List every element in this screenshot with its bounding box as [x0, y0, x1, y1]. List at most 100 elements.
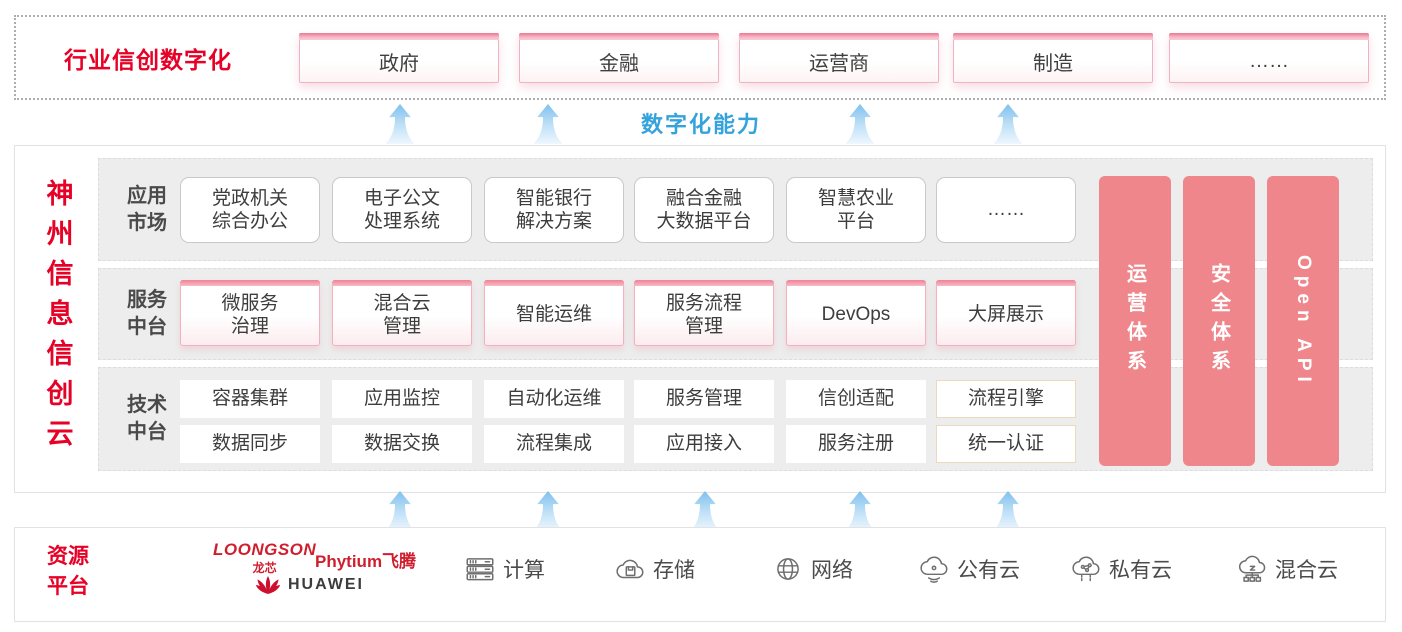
service-box: 大屏展示 — [936, 280, 1076, 346]
service-box-label: 智能运维 — [515, 304, 592, 326]
industry-banner: 行业信创数字化 政府 金融 运营商 制造 …… — [14, 15, 1386, 100]
industry-label: 金融 — [599, 52, 639, 75]
up-arrow-icon — [380, 491, 420, 531]
tech-box: 流程引擎 — [936, 380, 1076, 418]
phytium-logo: Phytium飞腾 — [315, 552, 417, 571]
tech-box: 信创适配 — [786, 380, 926, 418]
industry-label: …… — [1249, 49, 1289, 72]
pillar-security-system: 安全体系 — [1183, 176, 1255, 466]
app-box: 智慧农业 平台 — [786, 177, 926, 243]
tech-box: 应用接入 — [634, 425, 774, 463]
app-box: 党政机关 综合办公 — [180, 177, 320, 243]
up-arrow-icon — [840, 104, 880, 144]
tech-box-label: 自动化运维 — [506, 388, 602, 410]
compute-icon — [466, 558, 494, 581]
resource-item: 存储 — [613, 554, 695, 584]
banner-title: 行业信创数字化 — [64, 46, 232, 73]
app-box-label: 智能银行 解决方案 — [515, 187, 592, 232]
up-arrow-icon — [380, 104, 420, 144]
tech-box: 流程集成 — [484, 425, 624, 463]
industry-label: 政府 — [379, 52, 419, 75]
service-box-label: DevOps — [821, 304, 891, 326]
pillar-label: 运营体系 — [1123, 263, 1146, 379]
industry-box-operator: 运营商 — [739, 33, 939, 83]
app-box-label: 党政机关 综合办公 — [211, 187, 288, 232]
up-arrow-icon — [528, 104, 568, 144]
service-box: 服务流程 管理 — [634, 280, 774, 346]
loongson-logo: LOONGSON 龙芯 — [213, 540, 316, 576]
industry-box-manufacturing: 制造 — [953, 33, 1153, 83]
up-arrow-icon — [988, 491, 1028, 531]
tech-box: 数据交换 — [332, 425, 472, 463]
tech-box-label: 应用接入 — [665, 433, 742, 455]
storage-icon — [616, 559, 644, 579]
tech-box-label: 应用监控 — [363, 388, 440, 410]
industry-label: 制造 — [1033, 52, 1073, 75]
resource-label: 资源 平台 — [47, 545, 89, 599]
resource-item-label: 私有云 — [1109, 559, 1172, 582]
resource-item-label: 公有云 — [957, 559, 1020, 582]
resource-item: 私有云 — [1069, 554, 1172, 584]
tech-box: 应用监控 — [332, 380, 472, 418]
up-arrow-icon — [988, 104, 1028, 144]
industry-box-more: …… — [1169, 33, 1369, 83]
platform-title: 神州信息信创云 — [42, 179, 73, 459]
app-box-label: …… — [987, 199, 1025, 221]
hybrid-cloud-icon — [1238, 555, 1266, 582]
pillar-label: 安全体系 — [1207, 263, 1230, 379]
up-arrow-icon — [528, 491, 568, 531]
app-box-label: 融合金融 大数据平台 — [656, 187, 752, 232]
tech-box-label: 数据交换 — [363, 433, 440, 455]
tech-box: 服务管理 — [634, 380, 774, 418]
tech-box-label: 服务注册 — [817, 433, 894, 455]
tech-box-label: 信创适配 — [817, 388, 894, 410]
tech-box-label: 容器集群 — [211, 388, 288, 410]
huawei-wordmark: HUAWEI — [288, 576, 364, 593]
resource-item-label: 存储 — [653, 559, 695, 582]
service-platform-row: 服务 中台 微服务 治理 混合云 管理 智能运维 服务流程 管理 DevOps … — [98, 268, 1373, 360]
tech-box: 容器集群 — [180, 380, 320, 418]
service-box-label: 服务流程 管理 — [665, 292, 742, 337]
capability-label: 数字化能力 — [640, 112, 762, 137]
tech-platform-row: 技术 中台 容器集群 应用监控 自动化运维 服务管理 信创适配 流程引擎 数据同… — [98, 367, 1373, 471]
app-box-more: …… — [936, 177, 1076, 243]
huawei-logo: HUAWEI — [255, 574, 364, 596]
row-label-service-platform: 服务 中台 — [127, 289, 167, 338]
app-box-label: 智慧农业 平台 — [817, 187, 894, 232]
app-box-label: 电子公文 处理系统 — [363, 187, 440, 232]
up-arrow-icon — [685, 491, 725, 531]
tech-box-label: 数据同步 — [211, 433, 288, 455]
loongson-wordmark: LOONGSON — [213, 540, 317, 559]
service-box: 微服务 治理 — [180, 280, 320, 346]
app-box: 电子公文 处理系统 — [332, 177, 472, 243]
pillar-operation-system: 运营体系 — [1099, 176, 1171, 466]
network-icon — [777, 558, 799, 580]
service-box: 混合云 管理 — [332, 280, 472, 346]
huawei-flower-icon — [255, 576, 281, 594]
tech-box: 统一认证 — [936, 425, 1076, 463]
resource-item: 混合云 — [1235, 554, 1338, 584]
resource-item: 公有云 — [917, 554, 1020, 584]
service-box-label: 微服务 治理 — [221, 292, 279, 337]
up-arrow-icon — [840, 491, 880, 531]
tech-box-label: 统一认证 — [967, 433, 1044, 455]
service-box: 智能运维 — [484, 280, 624, 346]
tech-box-label: 服务管理 — [665, 388, 742, 410]
resource-item-label: 计算 — [503, 559, 545, 582]
resource-item: 网络 — [771, 554, 853, 584]
tech-box: 服务注册 — [786, 425, 926, 463]
pillar-label: Open API — [1293, 254, 1314, 388]
loongson-chinese-label: 龙芯 — [252, 561, 277, 575]
resource-item-label: 混合云 — [1275, 559, 1338, 582]
resource-panel: 资源 平台 LOONGSON 龙芯 Phytium飞腾 HUAWEI — [14, 527, 1386, 622]
service-box: DevOps — [786, 280, 926, 346]
platform-panel: 神州信息信创云 应用 市场 党政机关 综合办公 电子公文 处理系统 智能银行 解… — [14, 145, 1386, 493]
service-box-label: 混合云 管理 — [373, 292, 431, 337]
pillar-open-api: Open API — [1267, 176, 1339, 466]
resource-item: 计算 — [463, 554, 545, 584]
tech-box-label: 流程引擎 — [967, 388, 1044, 410]
tech-box: 数据同步 — [180, 425, 320, 463]
service-box-label: 大屏展示 — [967, 304, 1044, 326]
app-box: 融合金融 大数据平台 — [634, 177, 774, 243]
